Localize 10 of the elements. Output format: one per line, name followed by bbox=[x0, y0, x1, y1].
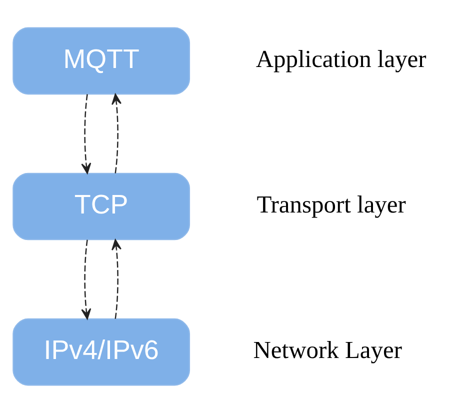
node-box: IPv4/IPv6 bbox=[12, 318, 190, 386]
node-label: Application layer bbox=[256, 46, 426, 73]
arrow bbox=[81, 239, 92, 319]
arrow bbox=[112, 93, 122, 173]
arrow bbox=[81, 94, 92, 174]
node-label: Transport layer bbox=[256, 191, 406, 218]
node-box: TCP bbox=[12, 172, 190, 240]
arrow bbox=[112, 238, 122, 318]
node-label: Network Layer bbox=[253, 336, 402, 364]
node-box: MQTT bbox=[12, 26, 190, 94]
